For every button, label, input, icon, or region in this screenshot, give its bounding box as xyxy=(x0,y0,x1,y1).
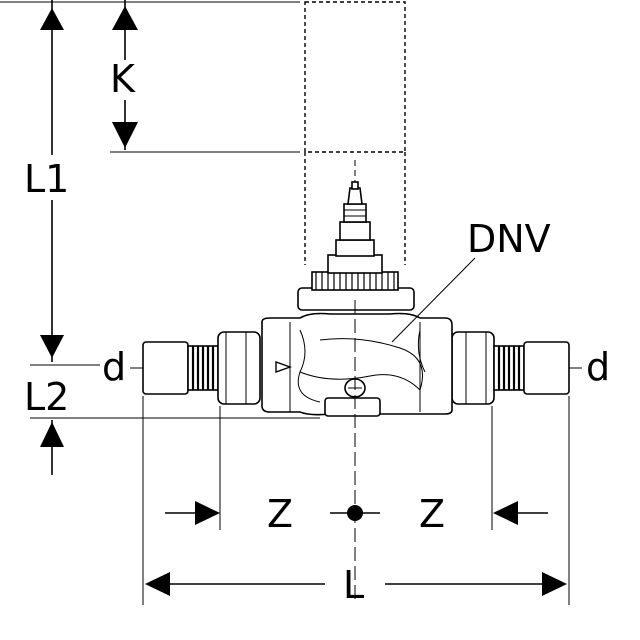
label-dnv: DNV xyxy=(467,217,551,261)
dimension-L2 xyxy=(30,417,320,475)
label-k: K xyxy=(110,57,136,101)
clearance-box xyxy=(304,1,406,153)
dimension-L1 xyxy=(30,0,100,366)
dnv-leader xyxy=(391,257,476,343)
label-z-left: Z xyxy=(267,492,293,536)
dimension-K xyxy=(0,0,300,153)
label-z-right: Z xyxy=(419,492,445,536)
label-l1: L1 xyxy=(24,157,69,201)
valve-body xyxy=(142,181,570,417)
dimension-Z xyxy=(165,501,548,525)
label-d-right: d xyxy=(586,345,610,389)
label-l: L xyxy=(343,563,364,607)
label-l2: L2 xyxy=(24,375,69,419)
dimension-L xyxy=(145,572,567,596)
label-d-left: d xyxy=(102,345,126,389)
